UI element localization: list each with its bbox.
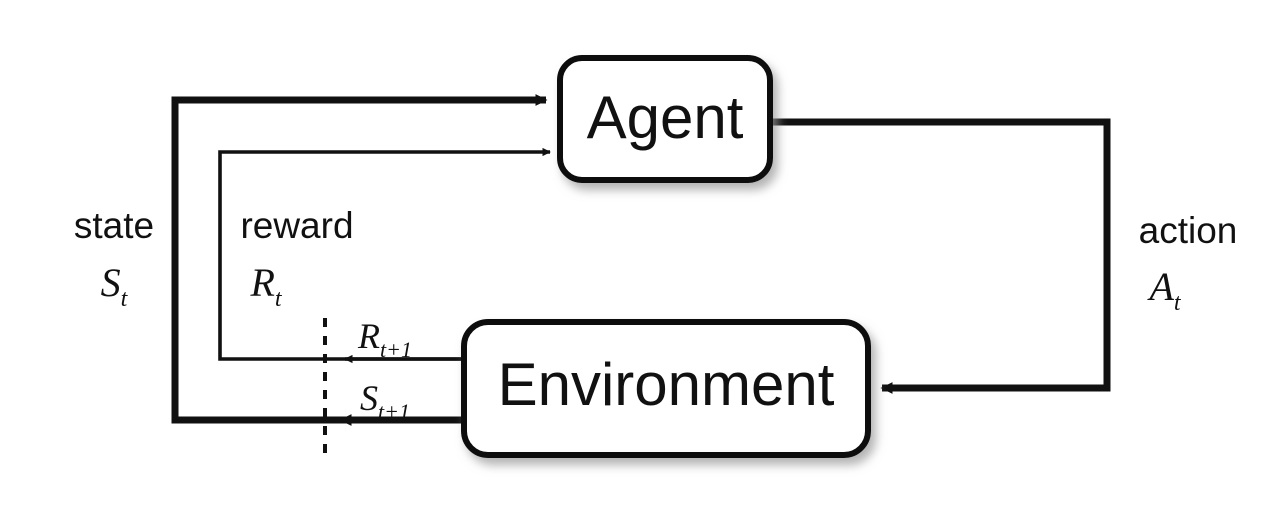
action-symbol: At	[1146, 264, 1181, 316]
action-symbol-subscript: t	[1174, 290, 1182, 316]
signal-label-action: action At	[1139, 210, 1238, 316]
state-word: state	[74, 205, 154, 246]
signal-label-state: state St	[74, 205, 154, 312]
next-state-symbol-subscript: t+1	[378, 399, 410, 424]
next-state-symbol: St+1	[360, 378, 410, 424]
agent-label: Agent	[587, 84, 744, 151]
next-reward-symbol-letter: R	[357, 316, 380, 356]
state-symbol-subscript: t	[121, 286, 129, 312]
action-symbol-letter: A	[1146, 264, 1174, 309]
reward-symbol-letter: R	[249, 260, 274, 305]
state-symbol: St	[101, 260, 129, 312]
signal-label-next-state: St+1	[360, 378, 410, 424]
environment-label: Environment	[498, 351, 835, 418]
next-state-symbol-letter: S	[360, 378, 378, 418]
action-edge	[770, 118, 1111, 394]
state-feedback-edge	[171, 94, 548, 424]
state-symbol-letter: S	[101, 260, 121, 305]
signal-label-next-reward: Rt+1	[357, 316, 412, 362]
reward-symbol: Rt	[249, 260, 282, 312]
reward-symbol-subscript: t	[275, 286, 283, 312]
node-agent[interactable]: Agent	[557, 55, 773, 183]
agent-box[interactable]	[557, 55, 773, 183]
action-word: action	[1139, 210, 1238, 251]
environment-box[interactable]	[461, 319, 871, 458]
next-reward-symbol: Rt+1	[357, 316, 412, 362]
reward-word: reward	[240, 205, 353, 246]
reward-feedback-edge	[218, 147, 551, 361]
next-reward-symbol-subscript: t+1	[380, 337, 412, 362]
node-environment[interactable]: Environment	[461, 319, 871, 458]
signal-label-reward: reward Rt	[240, 205, 353, 312]
